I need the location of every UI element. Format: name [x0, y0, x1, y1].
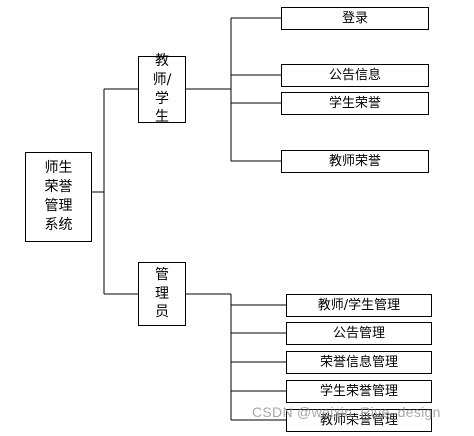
item-announcement-mgmt-label: 公告管理	[332, 325, 385, 341]
item-teacher-honors: 教师荣誉	[281, 150, 429, 173]
item-student-honors-label: 学生荣誉	[328, 95, 381, 111]
item-student-honor-mgmt-label: 学生荣誉管理	[319, 383, 398, 399]
item-student-honors: 学生荣誉	[281, 92, 429, 115]
item-teacher-honor-mgmt-label: 教师荣誉管理	[319, 412, 398, 428]
node-teacher-student-label: 教 师/ 学 生	[152, 52, 172, 126]
watermark-text: CSDN @weixin_Rive_design	[252, 404, 441, 420]
item-announcements: 公告信息	[281, 64, 429, 87]
item-teacher-honors-label: 教师荣誉	[328, 153, 381, 169]
item-student-honor-mgmt: 学生荣誉管理	[286, 380, 432, 403]
node-admin-label: 管 理 员	[155, 266, 169, 321]
root-node: 师生 荣誉 管理 系统	[25, 152, 92, 242]
node-admin: 管 理 员	[138, 262, 186, 326]
item-honor-info-mgmt-label: 荣誉信息管理	[319, 354, 398, 370]
node-teacher-student: 教 师/ 学 生	[138, 53, 186, 125]
item-honor-info-mgmt: 荣誉信息管理	[286, 351, 432, 374]
item-login-label: 登录	[341, 10, 368, 26]
item-teacher-student-mgmt: 教师/学生管理	[286, 294, 432, 317]
root-label: 师生 荣誉 管理 系统	[44, 160, 73, 233]
item-teacher-honor-mgmt: 教师荣誉管理	[286, 409, 432, 432]
item-announcement-mgmt: 公告管理	[286, 322, 432, 345]
item-teacher-student-mgmt-label: 教师/学生管理	[317, 297, 401, 313]
item-login: 登录	[281, 7, 429, 30]
item-announcements-label: 公告信息	[328, 67, 381, 83]
